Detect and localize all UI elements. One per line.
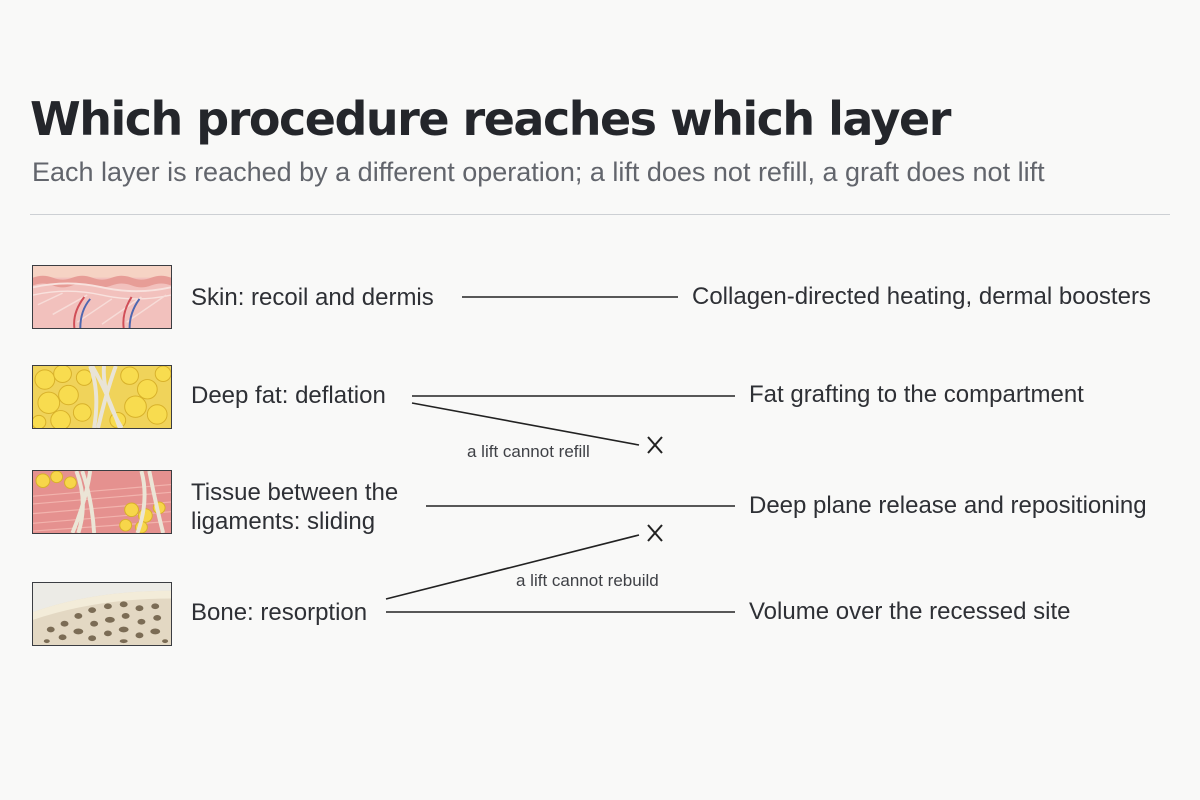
bone-layer-illustration [32,582,172,646]
procedure-bone: Volume over the recessed site [749,598,1071,625]
layer-label-skin: Skin: recoil and dermis [191,284,434,311]
procedure-deep-fat: Fat grafting to the compartment [749,381,1084,408]
layer-label-bone: Bone: resorption [191,599,368,626]
cross-mark-icon [647,524,663,542]
layer-label-deep-fat: Deep fat: deflation [191,382,386,409]
procedure-skin: Collagen-directed heating, dermal booste… [692,283,1151,310]
procedure-ligaments: Deep plane release and repositioning [749,492,1147,519]
page-title: Which procedure reaches which layer [30,92,951,146]
layer-label-ligaments: Tissue between the ligaments: sliding [191,479,399,535]
bone-blocked-line [385,534,640,600]
header-divider [30,214,1170,215]
cross-mark-icon [647,436,663,454]
deep-fat-blocked-line [411,402,640,446]
skin-layer-illustration [32,265,172,329]
page-subtitle: Each layer is reached by a different ope… [32,157,1045,187]
deep-fat-layer-illustration [32,365,172,429]
blocked-note-rebuild: a lift cannot rebuild [516,571,659,590]
ligament-layer-illustration [32,470,172,534]
blocked-note-refill: a lift cannot refill [467,442,590,461]
